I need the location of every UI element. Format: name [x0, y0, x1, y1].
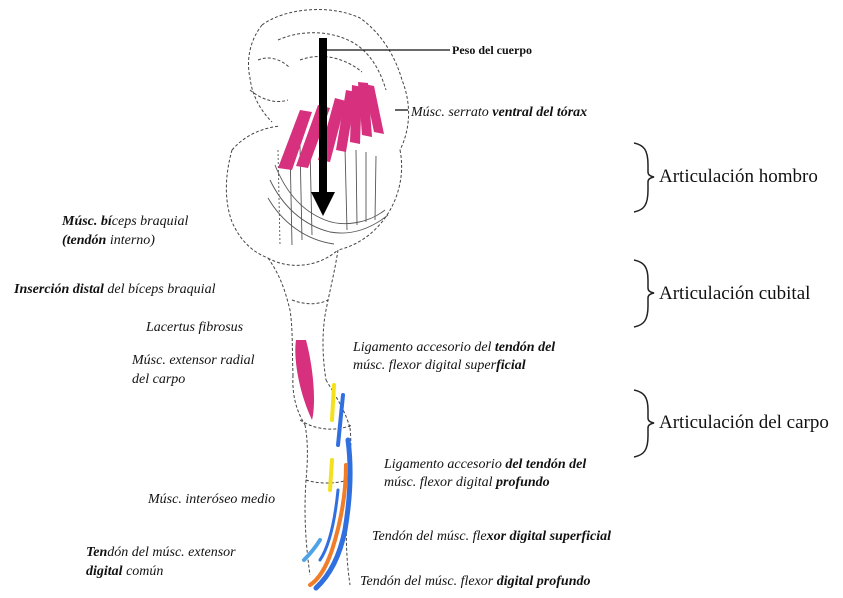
- label-serratus: Músc. serrato ventral del tórax: [411, 104, 587, 121]
- label-biceps: Músc. bíceps braquial: [62, 213, 188, 230]
- label-tendon-extensor: Tendón del músc. extensor: [86, 544, 236, 561]
- label-lacertus: Lacertus fibrosus: [146, 319, 243, 336]
- label-lig-superficial-2: músc. flexor digital superficial: [353, 357, 526, 374]
- joint-elbow: Articulación cubital: [659, 283, 810, 305]
- label-interoseo: Músc. interóseo medio: [148, 491, 275, 508]
- label-tendon-flex-prof: Tendón del músc. flexor digital profundo: [360, 573, 591, 590]
- serratus-muscle: [278, 82, 384, 170]
- label-biceps-tendon: (tendón interno): [62, 232, 155, 249]
- joint-carpus: Articulación del carpo: [659, 412, 829, 434]
- extensor-radialis-muscle: [295, 340, 314, 420]
- joint-shoulder: Articulación hombro: [659, 166, 818, 188]
- label-lig-profundo: Ligamento accesorio del tendón del: [384, 456, 586, 473]
- label-tendon-flex-sup: Tendón del músc. flexor digital superfic…: [372, 528, 611, 545]
- joint-brackets: [634, 143, 654, 457]
- label-extensor-radialis: Músc. extensor radial: [132, 352, 254, 369]
- label-lig-superficial: Ligamento accesorio del tendón del: [353, 339, 555, 356]
- label-body-weight: Peso del cuerpo: [452, 42, 532, 59]
- label-extensor-radialis-2: del carpo: [132, 371, 185, 388]
- label-biceps-insertion: Inserción distal del bíceps braquial: [14, 281, 215, 298]
- label-tendon-extensor-2: digital común: [86, 563, 163, 580]
- label-lig-profundo-2: músc. flexor digital profundo: [384, 474, 550, 491]
